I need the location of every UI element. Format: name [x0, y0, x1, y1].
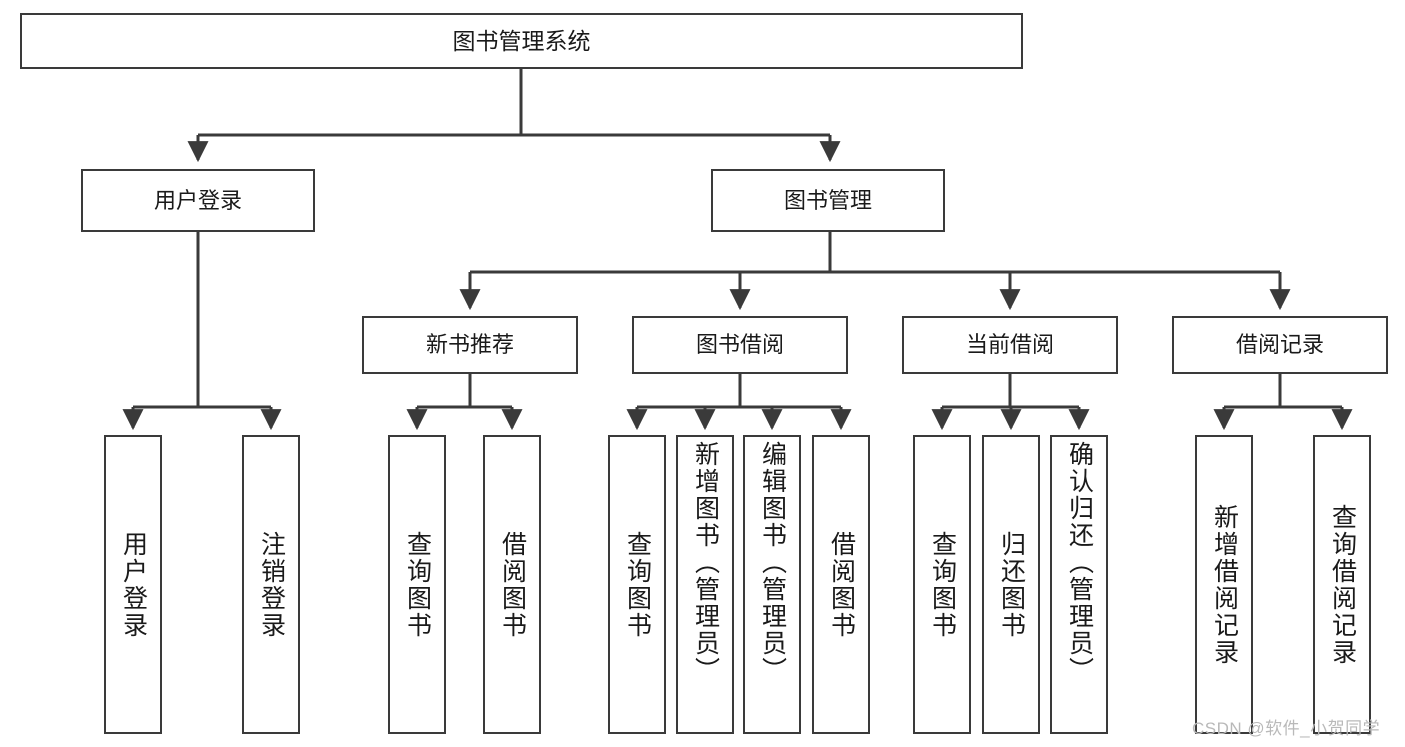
node-label: 查询图书	[623, 530, 652, 639]
node-book-borrow[interactable]: 图书借阅	[632, 316, 848, 374]
node-label: 查询图书	[403, 530, 432, 639]
node-leaf-borrow-book-1[interactable]: 借阅图书	[483, 435, 541, 734]
node-leaf-return-book[interactable]: 归还图书	[982, 435, 1040, 734]
node-label: 新增借阅记录	[1210, 503, 1239, 666]
node-label: 借阅记录	[1235, 332, 1324, 358]
node-label: 编辑图书（管理员）	[758, 441, 787, 684]
node-label: 图书管理系统	[452, 27, 591, 54]
watermark: CSDN @软件_小贺同学	[1192, 719, 1381, 738]
node-label: 查询图书	[928, 530, 957, 639]
node-leaf-query-book-3[interactable]: 查询图书	[913, 435, 971, 734]
node-current-borrow[interactable]: 当前借阅	[902, 316, 1118, 374]
node-leaf-user-login[interactable]: 用户登录	[104, 435, 162, 734]
node-leaf-query-book-2[interactable]: 查询图书	[608, 435, 666, 734]
node-label: 归还图书	[997, 530, 1026, 639]
node-label: 借阅图书	[498, 530, 527, 639]
node-label: 确认归还（管理员）	[1065, 441, 1094, 684]
node-label: 图书借阅	[695, 332, 784, 358]
node-user-login[interactable]: 用户登录	[81, 169, 315, 232]
node-leaf-borrow-book-2[interactable]: 借阅图书	[812, 435, 870, 734]
node-root-system[interactable]: 图书管理系统	[20, 13, 1023, 69]
node-label: 用户登录	[153, 187, 242, 213]
node-new-book-recommend[interactable]: 新书推荐	[362, 316, 578, 374]
node-leaf-confirm-return[interactable]: 确认归还（管理员）	[1050, 435, 1108, 734]
node-label: 注销登录	[257, 530, 286, 639]
node-borrow-record[interactable]: 借阅记录	[1172, 316, 1388, 374]
node-leaf-edit-book[interactable]: 编辑图书（管理员）	[743, 435, 801, 734]
node-leaf-query-record[interactable]: 查询借阅记录	[1313, 435, 1371, 734]
node-leaf-query-book-1[interactable]: 查询图书	[388, 435, 446, 734]
node-leaf-add-book[interactable]: 新增图书（管理员）	[676, 435, 734, 734]
node-label: 新书推荐	[425, 332, 514, 358]
node-label: 图书管理	[783, 187, 872, 213]
node-label: 借阅图书	[827, 530, 856, 639]
node-leaf-logout-login[interactable]: 注销登录	[242, 435, 300, 734]
node-label: 新增图书（管理员）	[691, 441, 720, 684]
node-label: 当前借阅	[965, 332, 1054, 358]
node-label: 用户登录	[119, 530, 148, 639]
node-leaf-add-record[interactable]: 新增借阅记录	[1195, 435, 1253, 734]
node-book-manage[interactable]: 图书管理	[711, 169, 945, 232]
node-label: 查询借阅记录	[1328, 503, 1357, 666]
